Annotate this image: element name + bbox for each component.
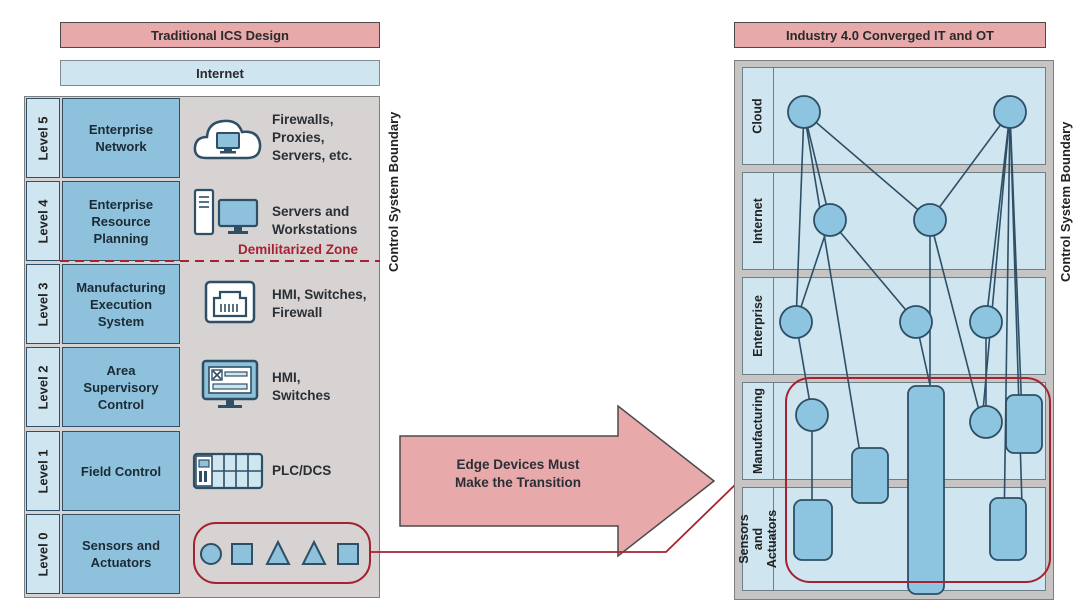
edge-highlight-region (785, 377, 1051, 583)
manufacturing-node-left (795, 398, 829, 432)
actuator-left (793, 499, 833, 561)
level-name: Enterprise Resource Planning (62, 181, 180, 261)
converged-network-graph (779, 95, 1051, 595)
cloud-node-left (787, 95, 821, 129)
internet-bar: Internet (60, 60, 380, 86)
manufacturing-device-right (1005, 394, 1043, 454)
level-name: Manufacturing Execution System (62, 264, 180, 344)
transition-arrow (399, 404, 716, 558)
level-description: HMI, Switches, Firewall (272, 287, 367, 320)
manufacturing-device-left (851, 447, 889, 504)
server-workstation-icon (193, 188, 259, 236)
industry40-title: Industry 4.0 Converged IT and OT (734, 22, 1046, 48)
right-control-system-boundary-label: Control System Boundary (1058, 121, 1073, 282)
plc-rack-icon (192, 452, 264, 490)
level-tab: Level 0 (26, 514, 60, 594)
sensor-shapes-icon (193, 522, 371, 584)
enterprise-node-left (779, 305, 813, 339)
level-tab-label: Level 1 (35, 448, 51, 494)
level-tab: Level 5 (26, 98, 60, 178)
level-tab-label: Level 3 (35, 281, 51, 327)
level-tab-label: Level 2 (35, 364, 51, 410)
level-tab: Level 4 (26, 181, 60, 261)
hmi-monitor-icon (201, 359, 259, 408)
level-tab: Level 2 (26, 347, 60, 427)
level-tab-label: Level 4 (35, 198, 51, 244)
long-edge-device (907, 385, 945, 595)
level-name: Field Control (62, 431, 180, 511)
level-description: Servers and Workstations (272, 204, 358, 237)
level-tab: Level 3 (26, 264, 60, 344)
edge-connector-line (370, 481, 739, 553)
level-description: HMI, Switches (272, 370, 331, 403)
cloud-node-right (993, 95, 1027, 129)
network-port-icon (204, 280, 256, 324)
enterprise-node-right (969, 305, 1003, 339)
level-name: Enterprise Network (62, 98, 180, 178)
internet-node-right (913, 203, 947, 237)
dmz-dashed-line (60, 260, 380, 262)
internet-node-left (813, 203, 847, 237)
network-nodes (779, 95, 1043, 595)
actuator-right (989, 497, 1027, 561)
level-description: Firewalls, Proxies, Servers, etc. (272, 112, 353, 163)
level-tab-label: Level 0 (35, 531, 51, 577)
manufacturing-node-right (969, 405, 1003, 439)
left-control-system-boundary-label: Control System Boundary (386, 111, 401, 272)
dmz-label: Demilitarized Zone (238, 242, 359, 257)
level-name: Area Supervisory Control (62, 347, 180, 427)
enterprise-node-middle (899, 305, 933, 339)
traditional-ics-title: Traditional ICS Design (60, 22, 380, 48)
level-name: Sensors and Actuators (62, 514, 180, 594)
level-tab: Level 1 (26, 431, 60, 511)
arrow-label: Edge Devices Must Make the Transition (454, 457, 582, 490)
level-tab-label: Level 5 (35, 115, 51, 161)
cloud-computer-icon (193, 119, 262, 160)
level-description: PLC/DCS (272, 463, 332, 478)
